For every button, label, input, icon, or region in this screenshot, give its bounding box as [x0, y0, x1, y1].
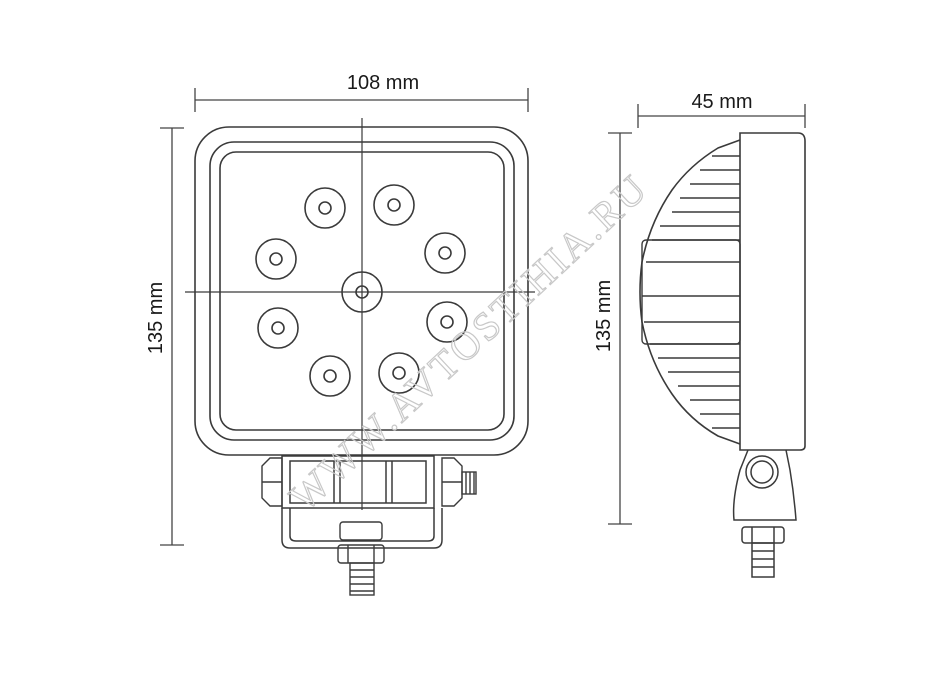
depth-label: 45 mm — [691, 91, 752, 113]
depth-dimension — [637, 104, 806, 128]
led — [304, 187, 346, 229]
side-mount — [732, 449, 797, 578]
bottom-bolt — [337, 521, 385, 596]
led — [424, 232, 466, 274]
side-bracket-block — [641, 239, 741, 345]
led — [257, 307, 299, 349]
width-label: 108 mm — [347, 72, 419, 94]
led — [255, 238, 297, 280]
led — [341, 271, 383, 313]
heat-sink-outline — [639, 139, 741, 445]
height-dimension-front — [160, 127, 184, 546]
centre-lines — [185, 118, 535, 510]
height-dimension-side — [608, 132, 632, 525]
side-bezel — [739, 132, 806, 451]
right-nut — [441, 457, 477, 507]
led — [426, 301, 468, 343]
side-view — [608, 104, 806, 578]
led — [309, 355, 351, 397]
height-label-front: 135 mm — [145, 282, 167, 354]
led-group — [255, 184, 468, 397]
front-view — [160, 88, 535, 596]
mounting-bracket — [281, 455, 443, 549]
led — [373, 184, 415, 226]
width-dimension — [194, 88, 529, 112]
height-label-side: 135 mm — [593, 280, 615, 352]
led — [378, 352, 420, 394]
left-nut — [261, 457, 283, 507]
heat-sink-fins — [642, 155, 740, 429]
